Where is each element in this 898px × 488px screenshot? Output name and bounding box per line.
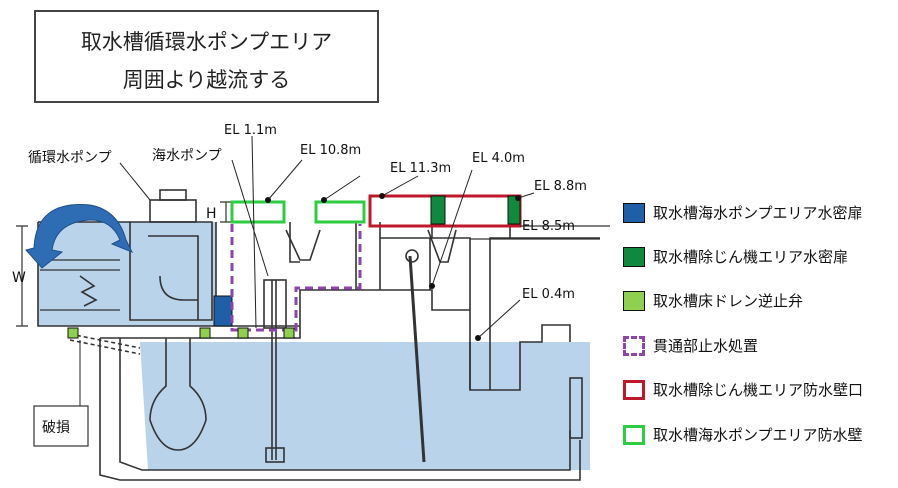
sea-pump-shaft [271,280,277,460]
water-areas [38,222,590,470]
title-line-1: 取水槽循環水ポンプエリア [80,30,333,54]
legend-label: 取水槽海水ポンプエリア水密扉 [653,204,863,222]
legend-swatch [623,425,645,445]
green-wall-1 [230,200,286,224]
pump-motor-box [149,199,197,223]
water-main-basin [140,342,590,470]
legend-swatch [623,291,645,311]
label-el-4-0: EL 4.0m [472,151,525,166]
right-gate [569,377,583,439]
drain-valve [199,327,211,339]
drain-valve [283,327,295,339]
legend-label: 取水槽海水ポンプエリア防水壁 [653,426,863,444]
legend-swatch [623,336,645,356]
dust-area-frame [379,222,431,290]
w-dimension [16,225,120,327]
legend-swatch [623,247,645,267]
label-sea-pump: 海水ポンプ [152,148,222,164]
damage-label: 破損 [42,420,70,436]
elevation-lines [470,225,610,240]
funnel-2 [427,229,457,263]
circ-pump-bowl [149,338,207,451]
legend-swatch [623,203,645,223]
partition-walls [299,289,470,311]
foundation-outline [99,338,581,481]
label-el-1-1: EL 1.1m [224,123,277,138]
legend-label: 取水槽床ドレン逆止弁 [653,292,804,310]
label-el-11-3: EL 11.3m [390,161,451,176]
legend-swatch [623,380,645,400]
label-circ-pump: 循環水ポンプ [28,150,112,166]
foundation-inner [119,338,571,471]
pump-motor-top [159,189,187,201]
pipe-top [405,249,419,263]
damage-box [33,405,89,447]
drain-valve [67,327,79,339]
funnel-1 [285,229,321,261]
pier-1 [289,222,300,263]
green-wall-2 [314,200,366,224]
overflow-arrow [25,204,134,269]
legend-label: 取水槽除じん機エリア水密扉 [653,248,849,266]
label-el-8-8: EL 8.8m [534,179,587,194]
drain-valve [237,327,249,339]
legend-label: 貫通部止水処置 [653,337,759,355]
pump-elbow [148,235,199,320]
drain-valves [67,327,295,339]
seapump-door [213,295,233,327]
title-box: 取水槽循環水ポンプエリア 周囲より越流する [34,10,379,103]
right-step [469,324,571,391]
sea-pump-body [263,279,287,329]
dust-area-right [431,222,511,391]
h-dimension [220,201,232,223]
dust-door-1 [430,195,446,225]
label-el-8-5: EL 8.5m [522,219,575,234]
legend-label: 取水槽除じん機エリア防水壁口 [653,381,864,399]
title-line-2: 周囲より越流する [122,68,291,92]
sea-pump-bottom [265,447,285,463]
leader-dots [265,193,521,341]
dust-door-2 [507,195,521,225]
water-right-tank [520,343,570,431]
water-pump-column [130,222,214,326]
label-el-0-4: EL 0.4m [522,287,575,302]
w-label: W [12,270,26,286]
label-el-10-8: EL 10.8m [300,143,361,158]
diagonal-pipe [408,255,426,463]
penetration-seal [230,224,362,332]
spring-symbol [79,275,98,307]
h-label: H [206,206,217,222]
broken-lines [69,333,141,355]
